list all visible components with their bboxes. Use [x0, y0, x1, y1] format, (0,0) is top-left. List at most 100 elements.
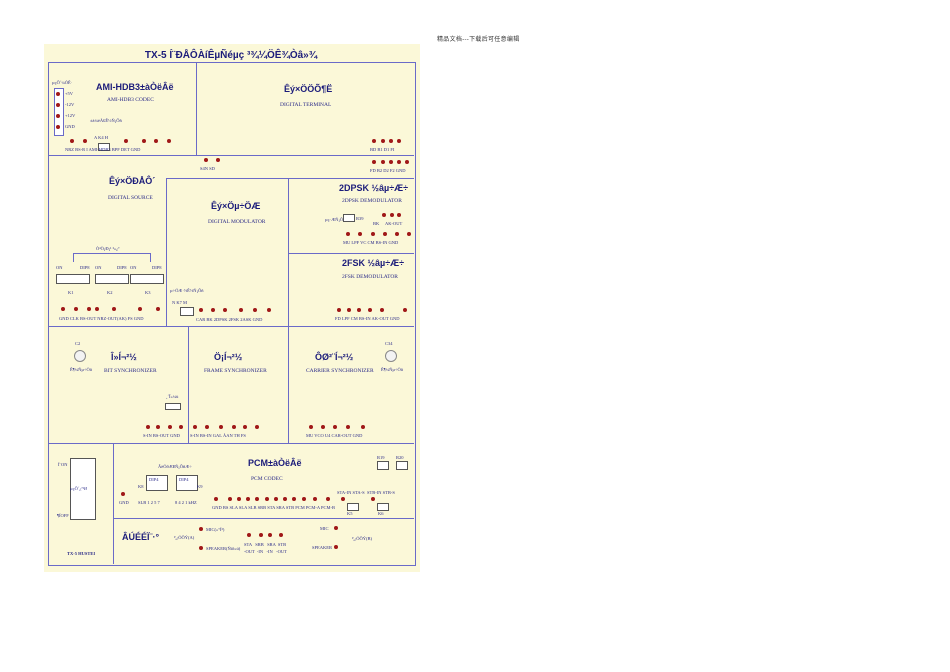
dpsk-potentiometer[interactable] — [343, 214, 355, 222]
pcm-pin-pcmb[interactable] — [326, 497, 330, 501]
dip-switch-k3[interactable] — [130, 274, 164, 284]
dpsk-pin-cm[interactable] — [383, 232, 387, 236]
audio-pin-sta-out[interactable] — [247, 533, 251, 537]
bit-sync-capacitor[interactable] — [74, 350, 86, 362]
modulator-pin-2fsk[interactable] — [239, 308, 243, 312]
frame-sync-pin-bsin[interactable] — [205, 425, 209, 429]
frame-sync-pin-sin[interactable] — [193, 425, 197, 429]
bit-sync-pin-bsout-2[interactable] — [168, 425, 172, 429]
ami-pin-bsr[interactable] — [83, 139, 87, 143]
ami-pin-ami[interactable] — [124, 139, 128, 143]
terminal-pin-d1[interactable] — [389, 139, 393, 143]
dip-switch-k1[interactable] — [56, 274, 90, 284]
source-pin-clk[interactable] — [74, 307, 78, 311]
ami-pin-bpf[interactable] — [142, 139, 146, 143]
carrier-sync-pin-u4[interactable] — [333, 425, 337, 429]
terminal-pin-fi[interactable] — [397, 139, 401, 143]
fsk-pin-cm[interactable] — [357, 308, 361, 312]
audio-pin-stb-out[interactable] — [279, 533, 283, 537]
pcm-pin-stb[interactable] — [292, 497, 296, 501]
dpsk-pin-mu[interactable] — [346, 232, 350, 236]
source-pin-bsout[interactable] — [87, 307, 91, 311]
audio-pin-sra-in[interactable] — [268, 533, 272, 537]
dip-switch-k2[interactable] — [95, 274, 129, 284]
audio-mic2-jack[interactable] — [334, 526, 338, 530]
dpsk-pin-vc[interactable] — [371, 232, 375, 236]
fsk-pin-fd[interactable] — [337, 308, 341, 312]
ami-jumper-k4[interactable] — [98, 143, 110, 151]
terminal-pin-s4n[interactable] — [204, 158, 208, 162]
fsk-pin-bsin[interactable] — [368, 308, 372, 312]
dpsk-pin-bsin[interactable] — [395, 232, 399, 236]
dpsk-pin-gnd[interactable] — [407, 232, 411, 236]
fsk-pin-akout[interactable] — [380, 308, 384, 312]
source-pin-nrzout[interactable] — [112, 307, 116, 311]
pcm-jumper-k5[interactable] — [347, 503, 359, 511]
terminal-pin-gnd[interactable] — [405, 160, 409, 164]
pcm-pin-pcma[interactable] — [313, 497, 317, 501]
audio-speaker-jack[interactable] — [199, 546, 203, 550]
pcm-jumper-k6[interactable] — [377, 503, 389, 511]
bit-sync-pin-bsout[interactable] — [156, 425, 160, 429]
pcm-pin-sla[interactable] — [237, 497, 241, 501]
source-pin-bsout-2[interactable] — [95, 307, 99, 311]
dpsk-pin-akout-2[interactable] — [397, 213, 401, 217]
modulator-pin-gnd[interactable] — [267, 308, 271, 312]
pcm-pin-pcm[interactable] — [302, 497, 306, 501]
carrier-sync-pin-carout[interactable] — [346, 425, 350, 429]
pcm-pin-sra[interactable] — [283, 497, 287, 501]
frame-sync-pin-fs[interactable] — [255, 425, 259, 429]
ami-pin-nrz[interactable] — [70, 139, 74, 143]
source-pin-gnd-2[interactable] — [156, 307, 160, 311]
power-pin-neg12v[interactable] — [56, 103, 60, 107]
fsk-pin-gnd[interactable] — [403, 308, 407, 312]
power-pin-5v[interactable] — [56, 92, 60, 96]
power-switch[interactable] — [70, 458, 96, 520]
carrier-sync-capacitor[interactable] — [385, 350, 397, 362]
pcm-pin-srb[interactable] — [265, 497, 269, 501]
bit-sync-pin-sin[interactable] — [146, 425, 150, 429]
bit-sync-pin-gnd[interactable] — [179, 425, 183, 429]
terminal-pin-d2[interactable] — [389, 160, 393, 164]
pcm-pin-gnd[interactable] — [214, 497, 218, 501]
dpsk-pin-bk[interactable] — [382, 213, 386, 217]
modulator-pin-car[interactable] — [199, 308, 203, 312]
terminal-pin-b2[interactable] — [381, 160, 385, 164]
pcm-dip-switch-k9[interactable] — [176, 475, 198, 491]
bit-sync-reset-button[interactable] — [165, 403, 181, 410]
ami-pin-det[interactable] — [154, 139, 158, 143]
pcm-pin-bs[interactable] — [228, 497, 232, 501]
terminal-pin-b1[interactable] — [381, 139, 385, 143]
audio-speaker2-jack[interactable] — [334, 545, 338, 549]
audio-mic-jack[interactable] — [199, 527, 203, 531]
frame-sync-pin-ian[interactable] — [232, 425, 236, 429]
modulator-pin-2ask[interactable] — [253, 308, 257, 312]
pcm-pin-sla-2[interactable] — [246, 497, 250, 501]
terminal-pin-bd[interactable] — [372, 139, 376, 143]
power-pin-12v[interactable] — [56, 114, 60, 118]
pcm-dip-switch-k8[interactable] — [146, 475, 168, 491]
ami-pin-gnd[interactable] — [167, 139, 171, 143]
pcm-pin-slb[interactable] — [255, 497, 259, 501]
terminal-pin-sd[interactable] — [216, 158, 220, 162]
audio-pin-srb-in[interactable] — [259, 533, 263, 537]
dpsk-pin-akout-1[interactable] — [390, 213, 394, 217]
pcm-pin-sta[interactable] — [274, 497, 278, 501]
frame-sync-pin-th[interactable] — [243, 425, 247, 429]
fsk-pin-lpf[interactable] — [347, 308, 351, 312]
modulator-pin-2dpsk[interactable] — [223, 308, 227, 312]
power-pin-gnd[interactable] — [56, 125, 60, 129]
pcm-pin-sta-in[interactable] — [341, 497, 345, 501]
modulator-pin-bk[interactable] — [211, 308, 215, 312]
frame-sync-pin-gal[interactable] — [219, 425, 223, 429]
carrier-sync-pin-gnd[interactable] — [361, 425, 365, 429]
source-pin-fs[interactable] — [138, 307, 142, 311]
pcm-potentiometer-r20[interactable] — [396, 461, 408, 470]
carrier-sync-pin-mu[interactable] — [309, 425, 313, 429]
pcm-potentiometer-r19[interactable] — [377, 461, 389, 470]
source-pin-gnd[interactable] — [61, 307, 65, 311]
carrier-sync-pin-vco[interactable] — [321, 425, 325, 429]
modulator-jumper-k7[interactable] — [180, 307, 194, 316]
terminal-pin-fd[interactable] — [372, 160, 376, 164]
terminal-pin-f2[interactable] — [397, 160, 401, 164]
